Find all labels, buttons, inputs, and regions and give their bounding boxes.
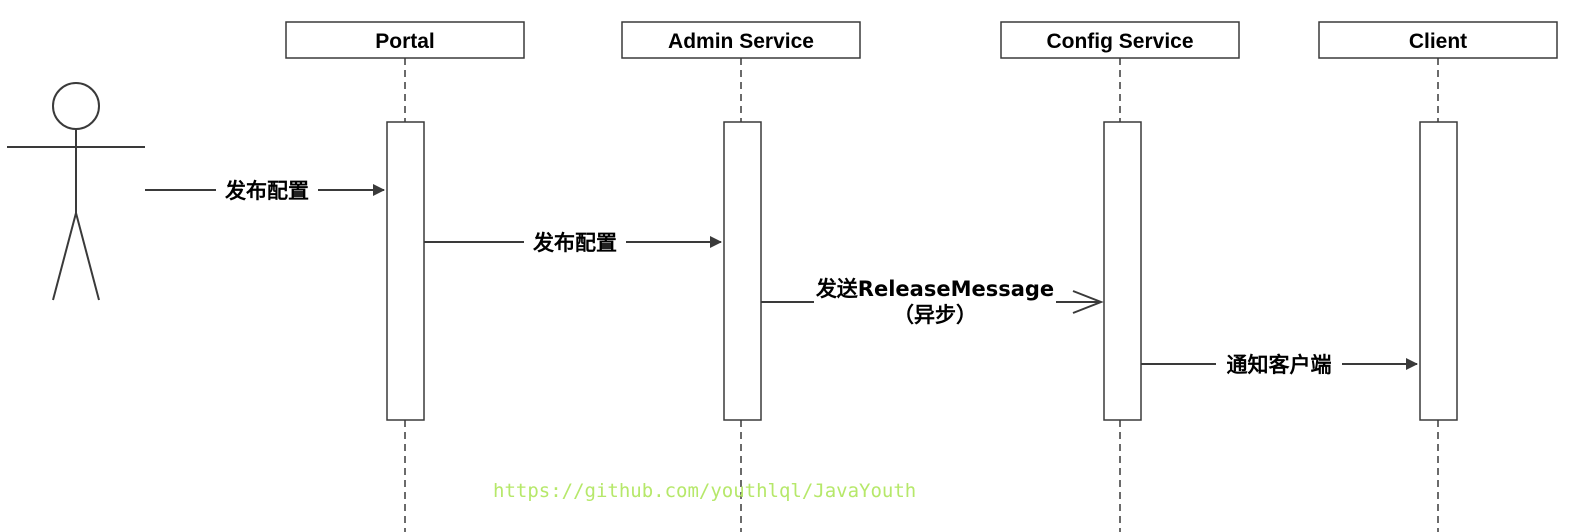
participant-client: Client [1318, 21, 1558, 59]
watermark-text: https://github.com/youthlql/JavaYouth [493, 480, 916, 502]
participant-portal-label: Portal [375, 30, 435, 53]
participant-admin-service-label: Admin Service [668, 30, 814, 53]
message-label-notify-client: 通知客户端 [1227, 353, 1332, 377]
message-label-release-message: 发送ReleaseMessage [815, 277, 1054, 301]
participant-portal: Portal [285, 21, 525, 59]
participant-admin-service: Admin Service [621, 21, 861, 59]
participant-config-service-label: Config Service [1046, 30, 1193, 53]
participant-client-label: Client [1409, 30, 1467, 53]
activation-config [1103, 121, 1142, 421]
message-actor-to-portal: 发布配置 [145, 175, 385, 205]
activation-client [1419, 121, 1458, 421]
message-label-async: （异步） [893, 303, 977, 327]
message-portal-to-admin: 发布配置 [424, 227, 722, 257]
message-config-to-client: 通知客户端 [1141, 349, 1418, 379]
message-label-publish-1: 发布配置 [224, 179, 309, 203]
participant-config-service: Config Service [1000, 21, 1240, 59]
message-label-publish-2: 发布配置 [532, 231, 617, 255]
message-admin-to-config: 发送ReleaseMessage （异步） [761, 272, 1104, 327]
activation-admin [723, 121, 762, 421]
actor-figure [7, 82, 145, 301]
activation-portal [386, 121, 425, 421]
